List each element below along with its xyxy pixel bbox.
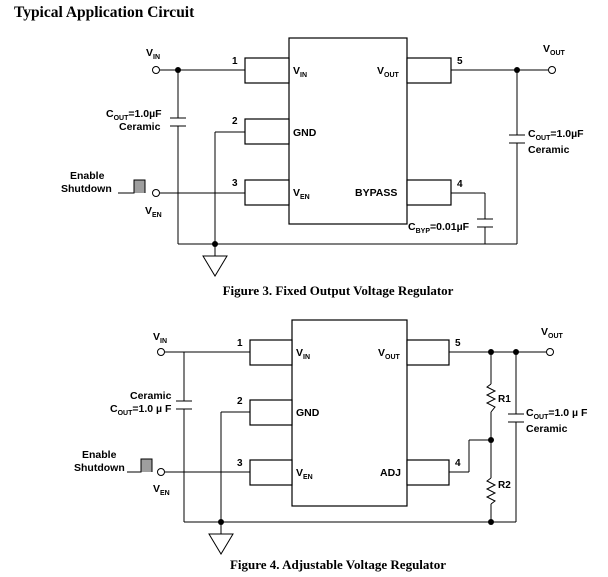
fig4-vout-terminal bbox=[546, 348, 554, 356]
figure-4-adjustable-regulator: VIN VOUT VEN Ceramic COUT=1.0 µ F COUT=1… bbox=[74, 319, 588, 572]
fig4-pin5-number: 5 bbox=[455, 338, 461, 349]
fig3-pin4-number: 4 bbox=[457, 179, 463, 190]
fig3-enable-label: Enable bbox=[70, 170, 105, 182]
fig3-caption: Figure 3. Fixed Output Voltage Regulator bbox=[223, 283, 454, 298]
fig3-pin3-tab bbox=[244, 179, 290, 206]
fig3-ven-terminal bbox=[152, 189, 160, 197]
fig4-junction-adj bbox=[488, 437, 494, 443]
fig3-junction-vin bbox=[175, 67, 181, 73]
fig4-pin1-number: 1 bbox=[237, 338, 243, 349]
fig4-ven-label: VEN bbox=[153, 483, 170, 497]
fig4-junction-r2-bottom bbox=[488, 519, 494, 525]
fig4-ground-icon bbox=[208, 533, 234, 555]
fig3-vin-terminal bbox=[152, 66, 160, 74]
fig3-ic-bypass-label: BYPASS bbox=[355, 187, 397, 199]
fig3-pin1-tab bbox=[244, 57, 290, 84]
fig3-pin5-number: 5 bbox=[457, 56, 463, 67]
fig3-pin2-number: 2 bbox=[232, 116, 238, 127]
fig3-ic-vin-label: VIN bbox=[293, 65, 307, 79]
fig4-resistor-r2 bbox=[485, 477, 497, 505]
fig4-wires bbox=[165, 351, 546, 534]
fig3-wires bbox=[160, 69, 548, 256]
fig4-vin-label: VIN bbox=[153, 331, 167, 345]
fig4-pin1-tab bbox=[249, 339, 293, 366]
fig4-pin3-tab bbox=[249, 459, 293, 486]
fig4-ic-body bbox=[291, 319, 408, 507]
fig3-input-capacitor bbox=[170, 117, 186, 127]
fig3-shutdown-label: Shutdown bbox=[61, 183, 112, 195]
fig4-pin2-tab bbox=[249, 399, 293, 426]
fig4-ven-terminal bbox=[157, 468, 165, 476]
fig4-r2-label: R2 bbox=[498, 480, 511, 491]
fig3-bypass-cap-label: CBYP=0.01µF bbox=[408, 221, 470, 235]
fig4-pin4-tab bbox=[406, 459, 450, 486]
fig4-junction-vout bbox=[513, 349, 519, 355]
fig4-ic-adj-label: ADJ bbox=[380, 467, 401, 479]
fig3-vout-terminal bbox=[548, 66, 556, 74]
fig4-vout-label: VOUT bbox=[541, 326, 564, 340]
fig4-junction-gnd bbox=[218, 519, 224, 525]
fig3-pin3-number: 3 bbox=[232, 178, 238, 189]
fig3-ven-label: VEN bbox=[145, 205, 162, 219]
fig3-pin2-tab bbox=[244, 118, 290, 145]
fig4-input-cap-label: COUT=1.0 µ F bbox=[110, 403, 172, 417]
fig4-pin5-tab bbox=[406, 339, 450, 366]
fig3-output-capacitor bbox=[509, 134, 525, 144]
fig4-enable-label: Enable bbox=[82, 449, 117, 461]
fig4-caption: Figure 4. Adjustable Voltage Regulator bbox=[230, 557, 446, 572]
fig4-junction-r1-top bbox=[488, 349, 494, 355]
fig3-vin-label: VIN bbox=[146, 47, 160, 61]
fig4-shutdown-label: Shutdown bbox=[74, 462, 125, 474]
fig4-input-capacitor bbox=[176, 400, 192, 410]
fig3-pin1-number: 1 bbox=[232, 56, 238, 67]
fig3-pin4-tab bbox=[406, 179, 452, 206]
fig4-pin2-number: 2 bbox=[237, 396, 243, 407]
fig4-ic-ven-label: VEN bbox=[296, 467, 313, 481]
fig4-ic-vin-label: VIN bbox=[296, 347, 310, 361]
fig4-pin4-number: 4 bbox=[455, 458, 461, 469]
fig3-output-cap-label: COUT=1.0µF bbox=[528, 128, 584, 142]
fig3-junction-gnd bbox=[212, 241, 218, 247]
fig3-junction-vout bbox=[514, 67, 520, 73]
fig3-output-cap-type: Ceramic bbox=[528, 144, 570, 156]
fig3-pin5-tab bbox=[406, 57, 452, 84]
fig4-r1-label: R1 bbox=[498, 394, 511, 405]
fig3-enable-step-icon bbox=[118, 179, 146, 194]
fig3-input-cap-label: COUT=1.0µF bbox=[106, 108, 162, 122]
fig4-vin-terminal bbox=[157, 348, 165, 356]
fig3-ic-ven-label: VEN bbox=[293, 187, 310, 201]
fig3-bypass-capacitor bbox=[477, 218, 493, 228]
fig4-enable-step-icon bbox=[127, 458, 153, 473]
fig4-input-cap-type: Ceramic bbox=[130, 390, 172, 402]
page-heading: Typical Application Circuit bbox=[14, 4, 195, 21]
fig4-ic-vout-label: VOUT bbox=[378, 347, 401, 361]
fig4-pin3-number: 3 bbox=[237, 458, 243, 469]
fig4-resistor-r1 bbox=[485, 383, 497, 413]
figure-3-fixed-regulator: VIN VOUT VEN COUT=1.0µF Ceramic COUT=1.0… bbox=[61, 37, 584, 298]
fig3-ic-body bbox=[288, 37, 408, 225]
fig3-ground-icon bbox=[202, 255, 228, 277]
fig3-ic-vout-label: VOUT bbox=[377, 65, 400, 79]
fig4-output-cap-type: Ceramic bbox=[526, 423, 568, 435]
fig3-ic-gnd-label: GND bbox=[293, 127, 317, 139]
fig4-ic-gnd-label: GND bbox=[296, 407, 320, 419]
fig3-input-cap-type: Ceramic bbox=[119, 121, 161, 133]
fig3-vout-label: VOUT bbox=[543, 43, 566, 57]
fig4-output-capacitor bbox=[508, 413, 524, 423]
fig4-output-cap-label: COUT=1.0 µ F bbox=[526, 407, 588, 421]
